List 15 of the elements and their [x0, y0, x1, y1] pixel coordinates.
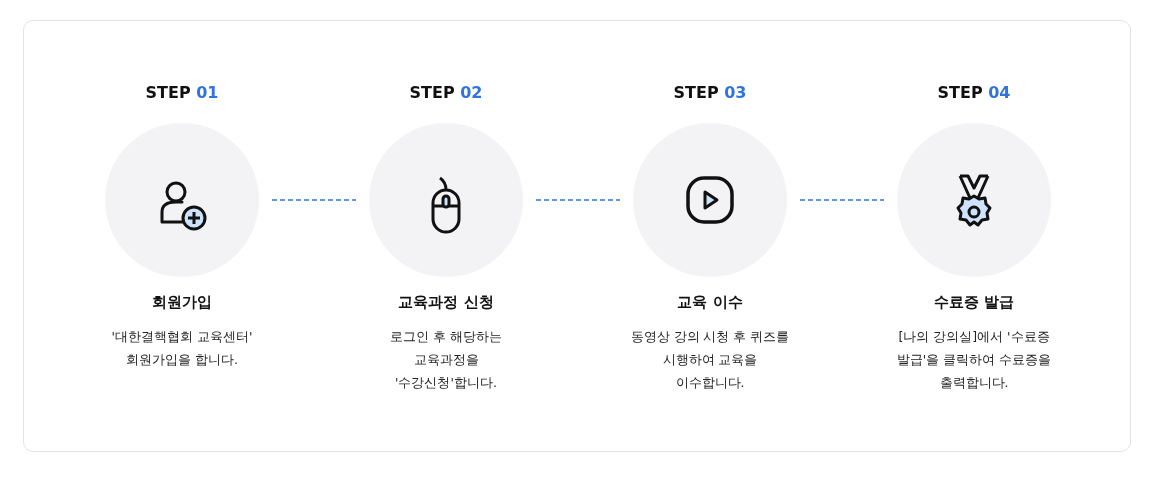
- step-description: '대한결핵협회 교육센터' 회원가입을 합니다.: [110, 328, 254, 369]
- step-description: [나의 강의실]에서 '수료증 발급'을 클릭하여 수료증을 출력합니다.: [895, 328, 1053, 392]
- step-label: STEP 01: [144, 83, 220, 102]
- step-label: STEP 03: [672, 83, 748, 102]
- step-title: 교육과정 신청: [397, 293, 495, 312]
- step-title: 회원가입: [151, 293, 213, 312]
- step-description: 로그인 후 해당하는 교육과정을 '수강신청'합니다.: [389, 328, 503, 392]
- step-title: 교육 이수: [676, 293, 744, 312]
- step-title: 수료증 발급: [932, 293, 1016, 312]
- step-label: STEP 04: [936, 83, 1012, 102]
- dashed-connector: [799, 199, 885, 201]
- step-description: 동영상 강의 시청 후 퀴즈를 시행하여 교육을 이수합니다.: [630, 328, 790, 392]
- dashed-connector: [271, 199, 357, 201]
- dashed-connector: [535, 199, 621, 201]
- step-label: STEP 02: [408, 83, 484, 102]
